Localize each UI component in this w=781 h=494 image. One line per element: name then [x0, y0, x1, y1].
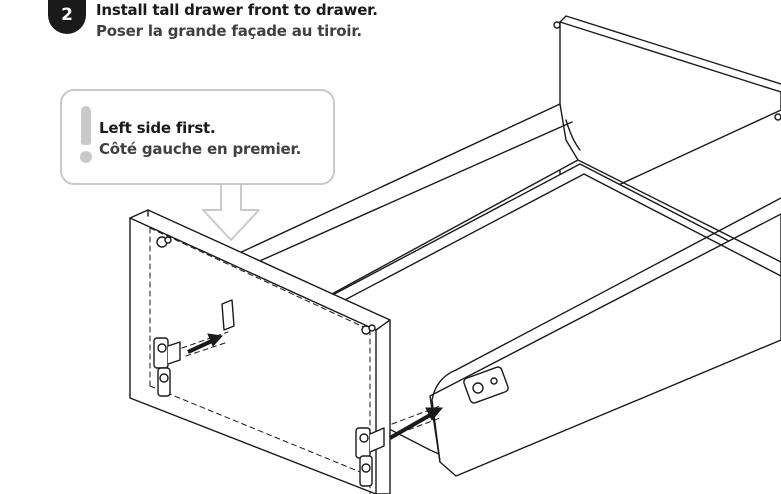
drawer-side-fitting [463, 366, 509, 404]
insertion-arrows [187, 333, 444, 440]
left-bracket [153, 337, 181, 397]
step-number: 2 [61, 5, 73, 25]
down-arrow-icon [202, 177, 260, 241]
left-insert-arrow [187, 338, 215, 354]
step-title-en: Install tall drawer front to drawer. [96, 1, 378, 19]
right-insert-arrow [389, 412, 433, 440]
left-side-clip [221, 299, 235, 331]
step-title-fr: Poser la grande façade au tiroir. [96, 22, 362, 40]
callout-text-fr: Côté gauche en premier. [99, 140, 302, 158]
front-connector-top-right [361, 324, 376, 335]
warning-callout: Left side first. Côté gauche en premier. [60, 89, 335, 185]
step-instruction: Install tall drawer front to drawer. Pos… [96, 0, 378, 42]
callout-text-en: Left side first. [99, 119, 216, 137]
right-bracket [355, 427, 385, 487]
step-number-badge: 2 [48, 0, 86, 34]
front-connector-top-left [156, 236, 172, 248]
callout-text: Left side first. Côté gauche en premier. [99, 118, 301, 160]
